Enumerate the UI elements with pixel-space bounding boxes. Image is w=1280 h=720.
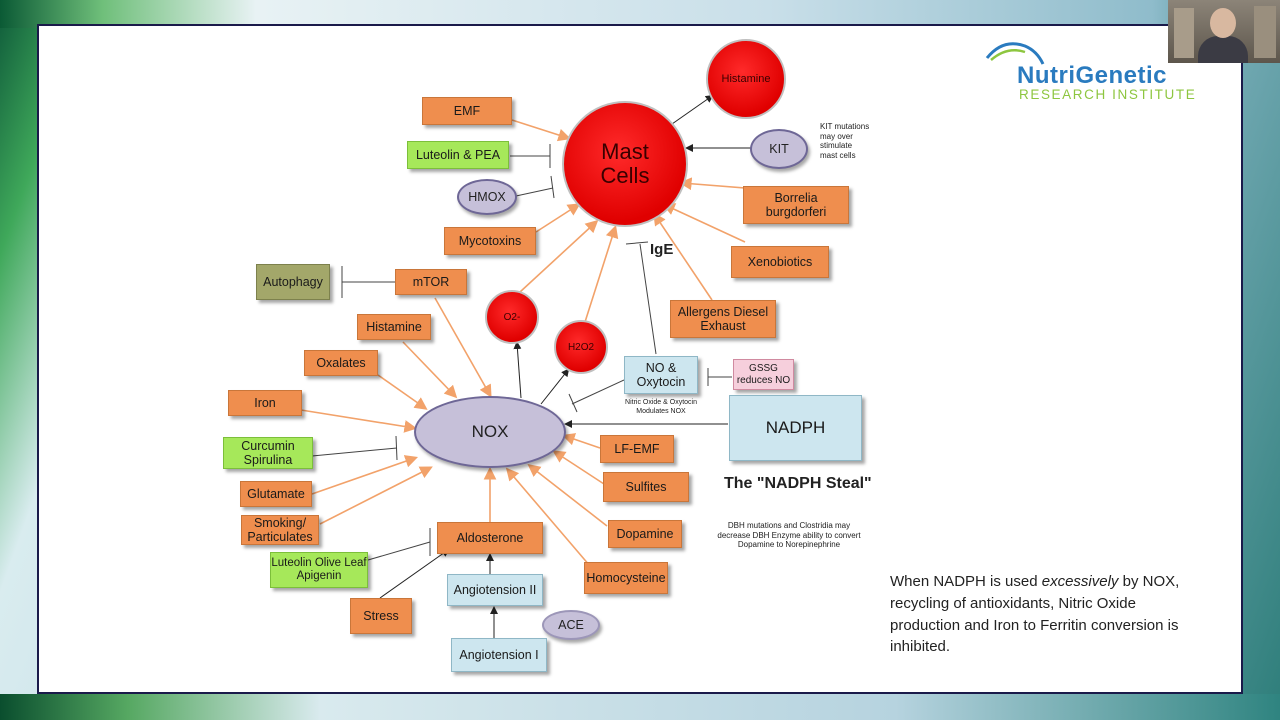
iron-node: Iron [228,390,302,416]
nox-node: NOX [414,396,566,468]
dopamine-node: Dopamine [608,520,682,548]
mycotoxins-node: Mycotoxins [444,227,536,255]
smoking-node: Smoking/ Particulates [241,515,319,545]
xenobiotics-node: Xenobiotics [731,246,829,278]
no-oxytocin-note: Nitric Oxide & Oxytocin Modulates NOX [625,399,697,415]
histamine-top-node: Histamine [706,39,786,119]
ace-node: ACE [542,610,600,640]
kit-node: KIT [750,129,808,169]
luteolin-olive-node: Luteolin Olive Leaf Apigenin [270,552,368,588]
h2o2-node: H2O2 [554,320,608,374]
gssg-node: GSSG reduces NO [733,359,794,390]
angiotensin2-node: Angiotension II [447,574,543,606]
homocysteine-node: Homocysteine [584,562,668,594]
presenter-webcam [1168,0,1280,63]
curcumin-node: Curcumin Spirulina [223,437,313,469]
ige-label: IgE [650,241,674,258]
logo-brand-name: NutriGenetic [1017,62,1168,89]
emf-node: EMF [422,97,512,125]
kit-note: KIT mutations may over stimulate mast ce… [820,122,870,160]
sulfites-node: Sulfites [603,472,689,502]
no-oxytocin-node: NO & Oxytocin [624,356,698,394]
dbh-note: DBH mutations and Clostridia may decreas… [717,521,861,550]
summary-text: When NADPH is used excessively by NOX, r… [890,571,1210,658]
hmox-node: HMOX [457,179,517,215]
oxalates-node: Oxalates [304,350,378,376]
nadph-steal-title: The "NADPH Steal" [724,475,872,492]
background-bottom-band [0,694,1280,720]
aldosterone-node: Aldosterone [437,522,543,554]
superoxide-node: O2- [485,290,539,344]
summary-part-1: When NADPH is used [890,573,1042,590]
allergens-node: Allergens Diesel Exhaust [670,300,776,338]
summary-emphasis: excessively [1041,573,1119,590]
logo-swoosh-icon [985,42,1045,65]
mtor-node: mTOR [395,269,467,295]
background-top-band [0,0,1280,28]
nadph-node: NADPH [729,395,862,461]
glutamate-node: Glutamate [240,481,312,507]
logo-subtitle: RESEARCH INSTITUTE [1019,87,1197,102]
borrelia-node: Borrelia burgdorferi [743,186,849,224]
mast-cells-node: Mast Cells [562,101,688,227]
luteolin-pea-node: Luteolin & PEA [407,141,509,169]
nutrigenetic-logo: NutriGenetic RESEARCH INSTITUTE [985,36,1225,106]
summary-part-2: by NOX, recycling of antioxidants, Nitri… [890,573,1180,656]
angiotensin1-node: Angiotension I [451,638,547,672]
lf-emf-node: LF-EMF [600,435,674,463]
histamine-node: Histamine [357,314,431,340]
autophagy-node: Autophagy [256,264,330,300]
stress-node: Stress [350,598,412,634]
